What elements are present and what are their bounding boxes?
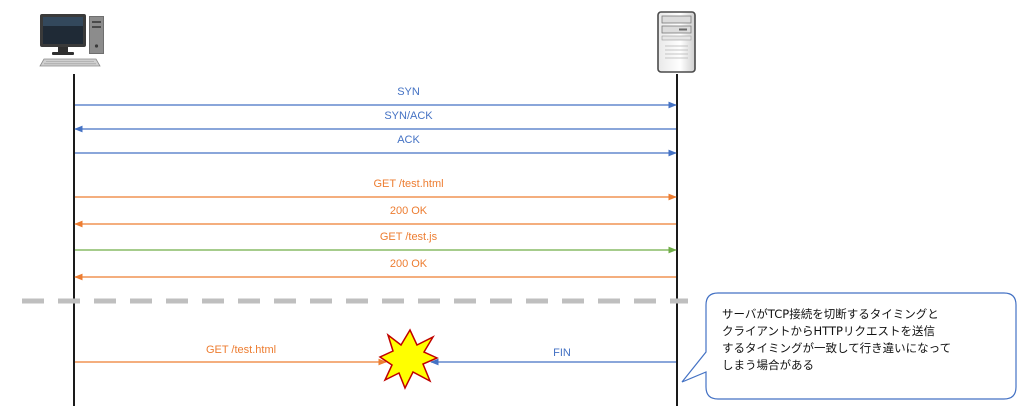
desktop-pc-icon bbox=[39, 14, 104, 67]
callout-bubble bbox=[681, 292, 1017, 400]
message-label: ACK bbox=[397, 134, 420, 146]
collision-client-label: GET /test.html bbox=[206, 344, 276, 356]
message-label: 200 OK bbox=[390, 205, 428, 217]
message-label: GET /test.html bbox=[373, 178, 443, 190]
callout-line: しまう場合がある bbox=[722, 358, 814, 372]
callout-line: するタイミングが一致して行き違いになって bbox=[722, 341, 952, 355]
message-label: GET /test.js bbox=[380, 231, 438, 243]
callout-line: クライアントからHTTPリクエストを送信 bbox=[722, 324, 935, 338]
message-label: 200 OK bbox=[390, 258, 428, 270]
message-list: SYN SYN/ACK ACK GET /test.html 200 OK GET /te… bbox=[74, 86, 677, 281]
collision-section: GET /test.html FIN bbox=[75, 328, 676, 390]
message-label: SYN/ACK bbox=[384, 110, 433, 122]
message-label: SYN bbox=[397, 86, 420, 98]
explosion-icon bbox=[378, 328, 439, 390]
callout-text: サーバがTCP接続を切断するタイミングと クライアントからHTTPリクエストを送… bbox=[722, 306, 1022, 374]
callout-line: サーバがTCP接続を切断するタイミングと bbox=[722, 307, 939, 321]
collision-server-label: FIN bbox=[553, 347, 571, 359]
server-tower-icon bbox=[657, 11, 696, 73]
